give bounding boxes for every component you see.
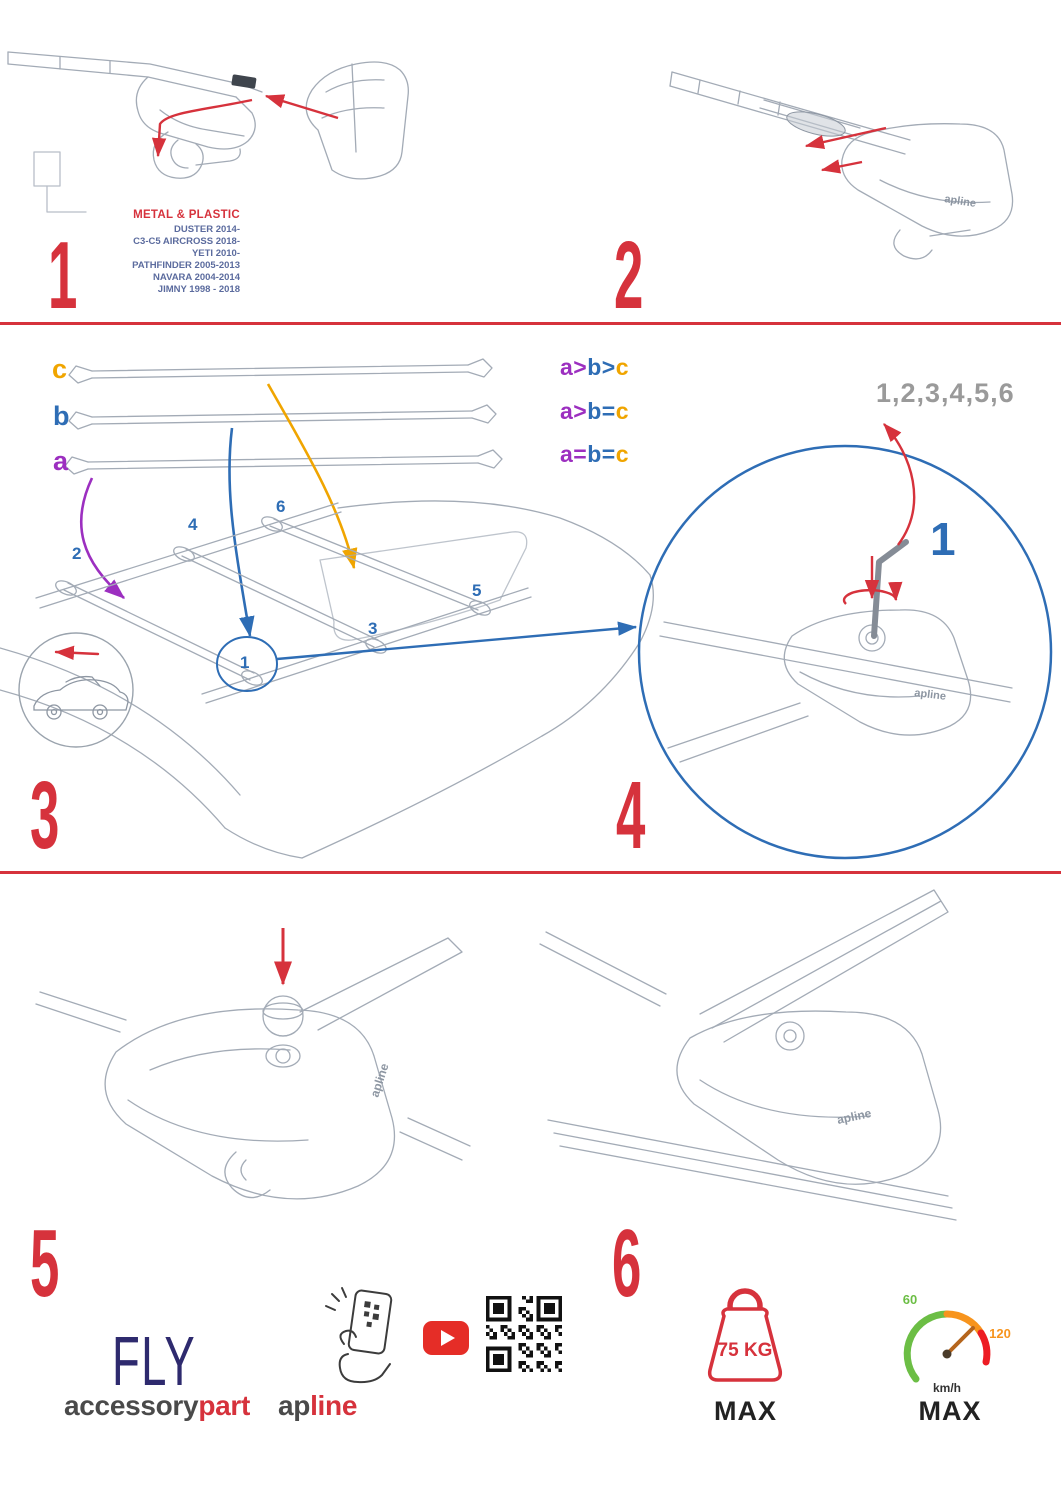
legend-segment: a [560, 398, 574, 424]
mounted-foot-drawing [539, 889, 957, 1221]
allen-key-icon [871, 539, 909, 639]
legend-segment: a [560, 441, 574, 467]
speedometer-needle [945, 1326, 975, 1356]
row3-drawings: apline apline [35, 889, 957, 1221]
product-logo-step5: apline [368, 1061, 392, 1099]
speed-min-label: 60 [903, 1292, 917, 1307]
bar-label-a: a [53, 446, 69, 476]
crossbar-length-drawing [64, 358, 503, 475]
vehicle-model: C3-C5 AIRCROSS 2018- [133, 236, 240, 247]
brand-segment: accessory [64, 1390, 199, 1421]
max-speed-icon: 60 120 km/h [903, 1292, 1011, 1395]
connector-b-blue [228, 427, 255, 638]
step-1-number: 1 [48, 222, 77, 329]
weight-value: 75 KG [718, 1340, 773, 1361]
speed-max-value: 120 [989, 1326, 1011, 1341]
clamp-exploded-drawing [7, 51, 409, 213]
step2-red-arrows [804, 126, 887, 174]
vehicle-model: YETI 2010- [191, 248, 240, 259]
speed-max-label: MAX [918, 1396, 982, 1426]
step4-red-arrows [842, 423, 916, 605]
brand-accessorypart: accessorypart [64, 1392, 250, 1420]
apline-logo-patch [231, 74, 257, 89]
connector-c-orange [266, 383, 358, 570]
step-6-number: 6 [612, 1210, 641, 1317]
material-label: METAL & PLASTIC [133, 209, 240, 221]
legend-segment: = [601, 398, 616, 424]
legend-segment: > [573, 398, 588, 424]
position-number-4: 4 [188, 515, 198, 534]
vehicle-model: JIMNY 1998 - 2018 [157, 284, 240, 295]
product-logo-step2: apline [944, 193, 977, 210]
legend-segment: c [615, 398, 630, 424]
length-legend-row-1: a>b>c [560, 356, 629, 379]
length-legend-row-2: a>b=c [560, 400, 629, 423]
bar-label-c: c [52, 354, 68, 384]
brand-apline: apline [278, 1392, 357, 1420]
legend-segment: c [615, 354, 630, 380]
scan-qr-phone-icon [325, 1287, 393, 1384]
vehicle-model-list: DUSTER 2014-C3-C5 AIRCROSS 2018-YETI 201… [86, 224, 240, 296]
position-number-2: 2 [72, 544, 82, 563]
legend-segment: b [587, 354, 602, 380]
detail-step-key-number: 1 [930, 513, 956, 565]
legend-segment: = [573, 441, 588, 467]
bar-label-b: b [53, 401, 70, 431]
row1-drawings: apline [7, 51, 1014, 260]
detail-zoom-circle [637, 444, 1053, 860]
step1-red-arrows [151, 94, 339, 158]
position-number-1: 1 [240, 653, 250, 672]
length-legend-row-3: a=b=c [560, 443, 629, 466]
legend-segment: c [615, 441, 630, 467]
product-logo-step4: apline [914, 687, 947, 703]
step-4-number: 4 [616, 762, 645, 869]
legend-segment: b [587, 398, 602, 424]
brand-segment: line [310, 1390, 358, 1421]
slot-opening [786, 111, 846, 137]
product-name: FLY [112, 1322, 196, 1400]
vehicle-model: DUSTER 2014- [174, 224, 240, 235]
connector-a-purple [79, 477, 125, 599]
section-divider-1 [0, 322, 1061, 325]
tightening-sequence: 1,2,3,4,5,6 [876, 378, 1015, 408]
step-3-number: 3 [30, 762, 59, 869]
max-weight-icon: 75 KG [707, 1288, 783, 1382]
car-orientation-inset [18, 632, 134, 748]
brand-segment: part [198, 1390, 251, 1421]
product-logo-step6: apline [836, 1106, 873, 1127]
brand-segment: ap [278, 1390, 311, 1421]
position-1-highlight [216, 636, 278, 692]
weight-max-label: MAX [714, 1396, 777, 1426]
legend-segment: > [601, 354, 616, 380]
tightening-detail-drawing [659, 609, 1013, 763]
legend-segment: a [560, 354, 574, 380]
front-direction-arrow [54, 645, 100, 661]
position-number-3: 3 [368, 619, 378, 638]
legend-segment: = [601, 441, 616, 467]
legend-segment: b [587, 441, 602, 467]
detail-link-arrow [276, 621, 638, 661]
vehicle-model: NAVARA 2004-2014 [153, 272, 240, 283]
youtube-icon [423, 1321, 469, 1355]
legend-segment: > [573, 354, 588, 380]
row2-drawings: apline [0, 358, 1053, 860]
speed-unit-label: km/h [933, 1381, 961, 1395]
position-number-5: 5 [472, 581, 482, 600]
foot-cap-drawing [35, 937, 471, 1200]
car-roof-drawing [0, 500, 654, 859]
vehicle-model: PATHFINDER 2005-2013 [132, 260, 240, 271]
qr-code [486, 1296, 562, 1372]
step-2-number: 2 [614, 222, 643, 329]
section-divider-2 [0, 871, 1061, 874]
step-5-number: 5 [30, 1210, 59, 1317]
position-number-6: 6 [276, 497, 286, 516]
